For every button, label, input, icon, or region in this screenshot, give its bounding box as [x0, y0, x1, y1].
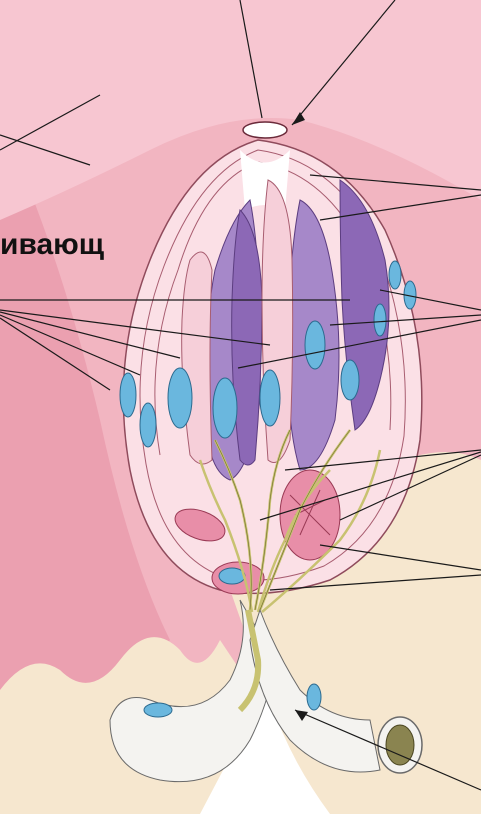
nucleus: [374, 304, 386, 336]
nucleus: [120, 373, 136, 417]
nucleus: [213, 378, 237, 438]
nucleus: [168, 368, 192, 428]
nucleus: [260, 370, 280, 426]
nucleus: [144, 703, 172, 717]
nucleus: [307, 684, 321, 710]
nucleus: [219, 568, 245, 584]
nucleus: [140, 403, 156, 447]
nucleus: [305, 321, 325, 369]
nucleus: [389, 261, 401, 289]
nucleus: [341, 360, 359, 400]
cut-off-label: ивающ: [0, 230, 104, 260]
taste-pore: [243, 122, 287, 138]
